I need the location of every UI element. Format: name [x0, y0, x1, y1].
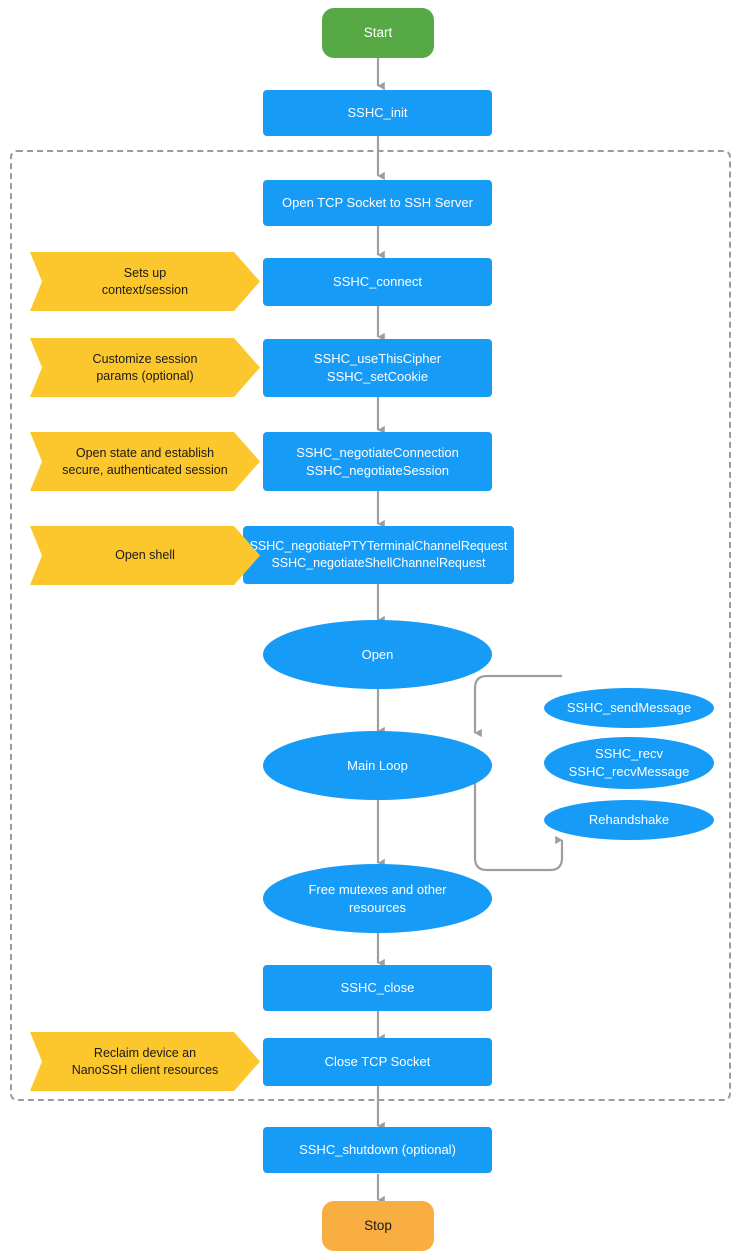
node-free-mutexes[interactable]: Free mutexes and other resources	[263, 864, 492, 933]
node-send-message[interactable]: SSHC_sendMessage	[544, 688, 714, 728]
node-sshc-connect-label: SSHC_connect	[333, 274, 422, 290]
node-stop-label: Stop	[364, 1217, 392, 1233]
node-sshc-connect[interactable]: SSHC_connect	[263, 258, 492, 306]
node-negotiate-connection-session-label: SSHC_negotiateConnection SSHC_negotiateS…	[296, 444, 459, 478]
node-open-tcp-socket-label: Open TCP Socket to SSH Server	[282, 195, 473, 211]
node-sshc-init-label: SSHC_init	[347, 105, 408, 121]
node-start[interactable]: Start	[322, 8, 434, 58]
callout-open-shell: Open shell	[30, 526, 260, 585]
node-close-tcp-socket[interactable]: Close TCP Socket	[263, 1038, 492, 1086]
node-sshc-init[interactable]: SSHC_init	[263, 90, 492, 136]
node-main-loop[interactable]: Main Loop	[263, 731, 492, 800]
node-negotiate-connection-session[interactable]: SSHC_negotiateConnection SSHC_negotiateS…	[263, 432, 492, 491]
node-close-tcp-socket-label: Close TCP Socket	[324, 1054, 431, 1070]
node-open[interactable]: Open	[263, 620, 492, 689]
callout-sets-up-context: Sets up context/session	[30, 252, 260, 311]
node-free-mutexes-label: Free mutexes and other resources	[308, 881, 447, 915]
node-open-tcp-socket[interactable]: Open TCP Socket to SSH Server	[263, 180, 492, 226]
node-sshc-shutdown[interactable]: SSHC_shutdown (optional)	[263, 1127, 492, 1173]
callout-open-shell-label: Open shell	[115, 548, 175, 563]
node-recv-label: SSHC_recv SSHC_recvMessage	[568, 746, 690, 779]
callout-customize-session-params: Customize session params (optional)	[30, 338, 260, 397]
callout-open-state-establish-label: Open state and establish secure, authent…	[62, 445, 228, 477]
node-recv[interactable]: SSHC_recv SSHC_recvMessage	[544, 737, 714, 789]
node-pty-shell-channel-request-label: SSHC_negotiatePTYTerminalChannelRequest …	[249, 539, 508, 570]
node-open-label: Open	[361, 646, 394, 662]
node-send-message-label: SSHC_sendMessage	[566, 700, 692, 716]
node-sshc-close-label: SSHC_close	[340, 980, 415, 996]
callout-reclaim-resources-label: Reclaim device an NanoSSH client resourc…	[71, 1045, 219, 1077]
node-stop[interactable]: Stop	[322, 1201, 434, 1251]
node-sshc-close[interactable]: SSHC_close	[263, 965, 492, 1011]
callout-sets-up-context-label: Sets up context/session	[101, 265, 189, 297]
node-rehandshake-label: Rehandshake	[588, 812, 670, 828]
callout-customize-session-params-label: Customize session params (optional)	[92, 351, 198, 383]
callout-open-state-establish: Open state and establish secure, authent…	[30, 432, 260, 491]
node-pty-shell-channel-request[interactable]: SSHC_negotiatePTYTerminalChannelRequest …	[243, 526, 514, 584]
node-sshc-shutdown-label: SSHC_shutdown (optional)	[299, 1142, 456, 1158]
callout-reclaim-resources: Reclaim device an NanoSSH client resourc…	[30, 1032, 260, 1091]
node-cipher-cookie[interactable]: SSHC_useThisCipher SSHC_setCookie	[263, 339, 492, 397]
node-rehandshake[interactable]: Rehandshake	[544, 800, 714, 840]
node-start-label: Start	[363, 24, 393, 40]
node-cipher-cookie-label: SSHC_useThisCipher SSHC_setCookie	[313, 351, 442, 384]
node-main-loop-label: Main Loop	[347, 757, 408, 773]
